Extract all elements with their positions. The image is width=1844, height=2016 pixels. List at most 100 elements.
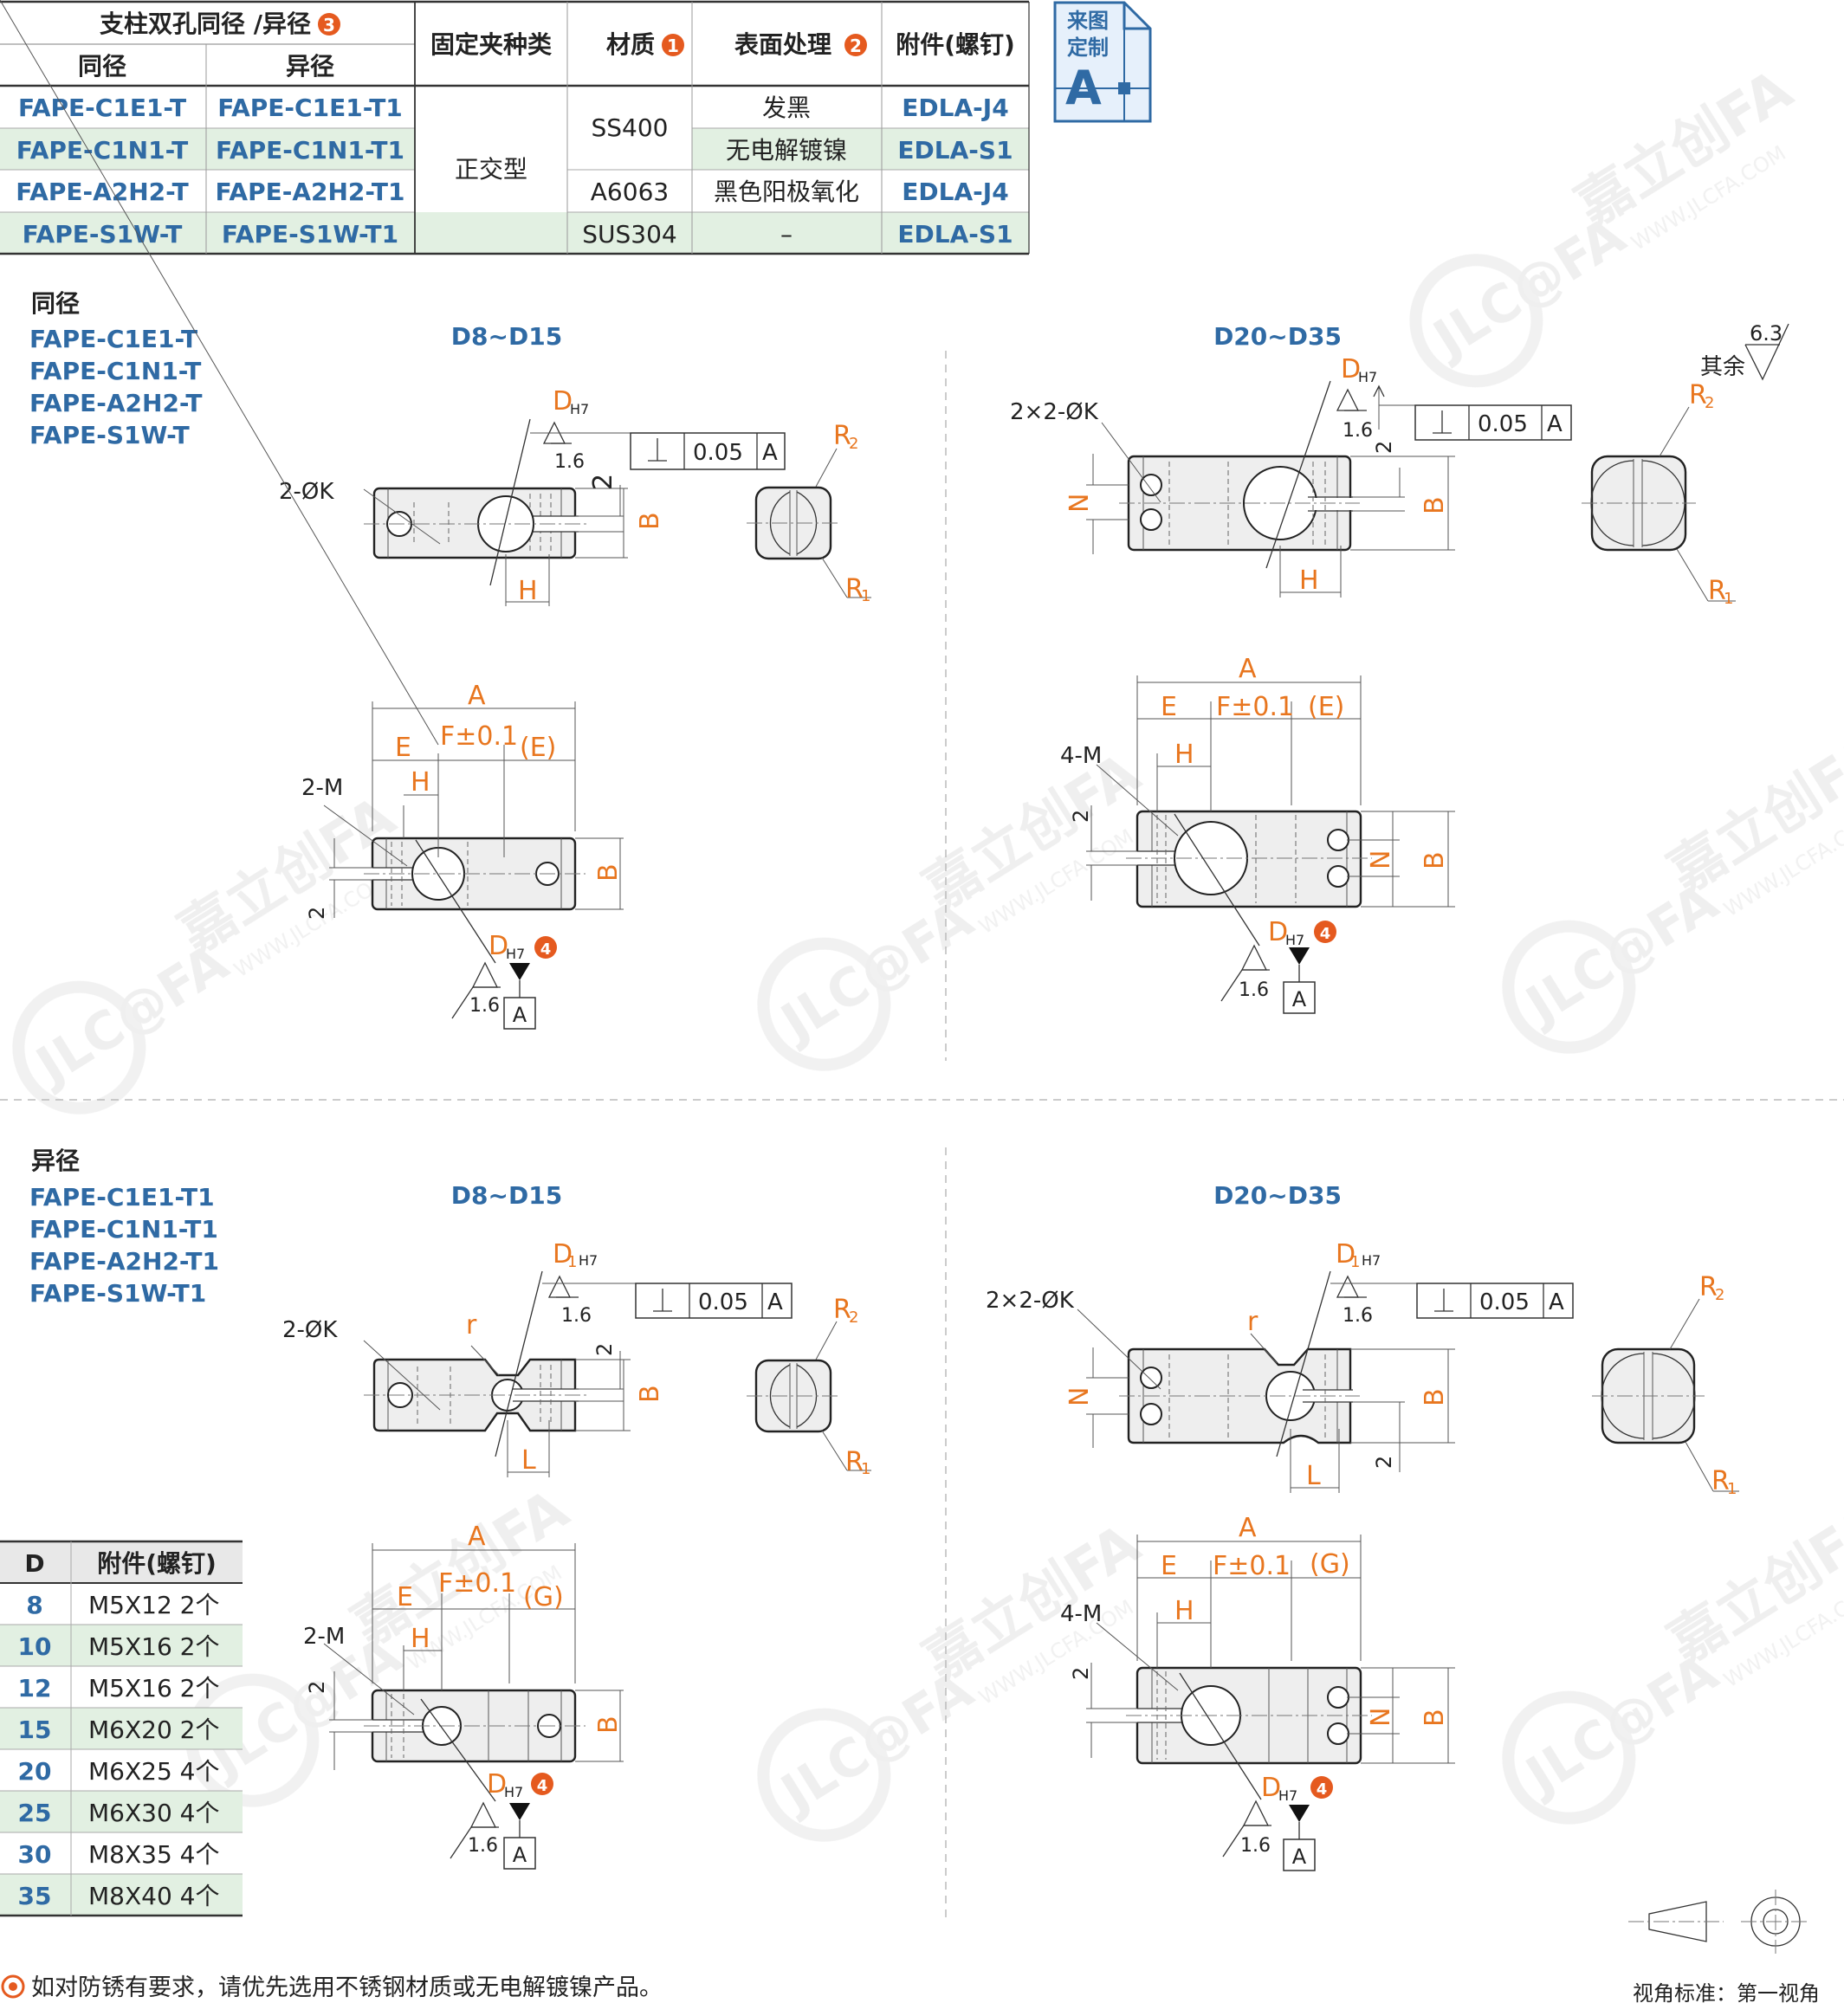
badge-1 xyxy=(662,34,684,56)
surface: 黑色阳极氧化 xyxy=(714,178,859,206)
svg-text:D: D xyxy=(553,1239,573,1270)
model-link[interactable]: FAPE-C1E1-T1 xyxy=(29,1183,215,1212)
svg-text:10: 10 xyxy=(18,1632,52,1661)
header-accessory: 附件(螺钉) xyxy=(896,30,1015,59)
footnote: 如对防锈有要求，请优先选用不锈钢材质或无电解镀镍产品。 xyxy=(1,1974,663,2001)
svg-text:A: A xyxy=(513,1003,527,1027)
svg-text:N: N xyxy=(1064,494,1095,513)
badge-letter: A xyxy=(1065,61,1102,115)
accessory: EDLA-J4 xyxy=(902,178,1008,206)
svg-text:H: H xyxy=(1299,565,1319,596)
drawing-diff-small-top: 2 B L 2-ØK r D 1 H7 1.6 0.05 A R 2 R 1 xyxy=(282,1239,871,1478)
svg-text:1.6: 1.6 xyxy=(1343,420,1373,442)
svg-text:其余: 其余 xyxy=(1700,354,1745,380)
svg-text:D: D xyxy=(1336,1239,1356,1270)
drawing-same-small-front: A E F±0.1 (E) H 2-M B 2 D H7 4 1.6 A xyxy=(0,0,624,1030)
svg-text:2: 2 xyxy=(849,1308,858,1327)
svg-text:A: A xyxy=(1292,987,1307,1011)
model-same: FAPE-C1E1-T xyxy=(18,94,186,122)
svg-text:2: 2 xyxy=(849,435,858,453)
svg-text:(E): (E) xyxy=(1308,692,1344,722)
model-link[interactable]: FAPE-S1W-T1 xyxy=(29,1279,206,1308)
svg-text:4: 4 xyxy=(1320,925,1331,943)
svg-text:(G): (G) xyxy=(523,1582,564,1612)
svg-text:1.6: 1.6 xyxy=(554,451,585,473)
surface: – xyxy=(780,220,793,249)
model-link[interactable]: FAPE-C1E1-T xyxy=(29,325,197,353)
svg-text:4: 4 xyxy=(537,1777,548,1795)
range-label: D20~D35 xyxy=(1213,322,1342,351)
svg-text:F±0.1: F±0.1 xyxy=(1216,692,1294,722)
svg-text:1.6: 1.6 xyxy=(469,995,500,1017)
svg-text:1: 1 xyxy=(567,1253,577,1271)
svg-text:2×2-ØK: 2×2-ØK xyxy=(986,1288,1075,1314)
svg-text:D: D xyxy=(1268,917,1288,947)
svg-text:H7: H7 xyxy=(1285,932,1304,948)
svg-text:N: N xyxy=(1366,1708,1396,1727)
badge-3-text: 3 xyxy=(323,15,335,36)
svg-text:A: A xyxy=(1239,1513,1257,1543)
section-diff: 异径 FAPE-C1E1-T1 FAPE-C1N1-T1 FAPE-A2H2-T… xyxy=(29,1147,1342,1308)
material: SUS304 xyxy=(582,220,676,249)
svg-text:2: 2 xyxy=(1069,810,1093,823)
drawing-same-large-front: A E F±0.1 (E) H 4-M 2 N B D H7 4 1.6 A xyxy=(1060,654,1455,1014)
svg-text:4-M: 4-M xyxy=(1060,1601,1102,1627)
svg-text:M5X16 2个: M5X16 2个 xyxy=(88,1632,220,1661)
svg-text:D: D xyxy=(1341,354,1361,384)
model-link[interactable]: FAPE-S1W-T xyxy=(29,421,190,449)
range-label: D8~D15 xyxy=(451,322,562,351)
watermarks: JLC@FA 嘉立创FA WWW.JLCFA.COM JLC@FA 嘉立创FA … xyxy=(12,58,1844,1842)
svg-text:2-M: 2-M xyxy=(301,775,343,801)
header-diff: 异径 xyxy=(286,52,334,81)
svg-text:M8X35 4个: M8X35 4个 xyxy=(88,1840,220,1869)
svg-text:附件(螺钉): 附件(螺钉) xyxy=(97,1549,217,1578)
model-link[interactable]: FAPE-C1N1-T1 xyxy=(29,1215,218,1244)
section-title: 同径 xyxy=(31,289,80,318)
svg-text:0.05: 0.05 xyxy=(1478,411,1528,437)
material-merged: SS400 xyxy=(592,113,669,142)
accessory: EDLA-S1 xyxy=(897,136,1013,165)
svg-text:R: R xyxy=(833,1295,851,1325)
svg-text:L: L xyxy=(1306,1461,1321,1491)
svg-text:H7: H7 xyxy=(506,946,525,962)
model-diff: FAPE-C1E1-T1 xyxy=(217,94,403,122)
clamp-type: 正交型 xyxy=(455,155,527,184)
header-group: 支柱双孔同径 /异径 xyxy=(100,10,311,38)
svg-text:H7: H7 xyxy=(1278,1787,1297,1804)
model-link[interactable]: FAPE-A2H2-T xyxy=(29,389,203,417)
svg-text:20: 20 xyxy=(18,1757,52,1786)
table-row: FAPE-C1E1-T FAPE-C1E1-T1 发黑 EDLA-J4 xyxy=(18,94,1009,122)
svg-text:15: 15 xyxy=(18,1716,52,1744)
svg-text:M6X30 4个: M6X30 4个 xyxy=(88,1799,220,1827)
svg-text:B: B xyxy=(593,1716,624,1734)
model-link[interactable]: FAPE-C1N1-T xyxy=(29,357,201,385)
svg-text:R: R xyxy=(1689,380,1707,410)
svg-text:D: D xyxy=(24,1549,44,1578)
svg-text:E: E xyxy=(397,1582,413,1612)
svg-text:D: D xyxy=(553,386,573,417)
svg-text:B: B xyxy=(1420,1388,1450,1406)
accessory: EDLA-J4 xyxy=(902,94,1008,122)
svg-text:A: A xyxy=(513,1843,527,1867)
svg-text:1: 1 xyxy=(861,1460,870,1478)
surface: 发黑 xyxy=(762,94,811,122)
svg-text:D: D xyxy=(487,1769,507,1800)
table-row: 10 M5X16 2个 xyxy=(18,1632,220,1661)
svg-text:2×2-ØK: 2×2-ØK xyxy=(1010,399,1099,425)
model-diff: FAPE-S1W-T1 xyxy=(222,220,398,249)
svg-text:1.6: 1.6 xyxy=(1239,979,1269,1001)
custom-drawing-badge[interactable]: 来图 定制 A xyxy=(1053,1,1152,123)
header-same: 同径 xyxy=(78,52,126,81)
svg-text:(E): (E) xyxy=(520,733,556,763)
svg-text:E: E xyxy=(1161,1551,1177,1581)
badge-1-text: 1 xyxy=(667,36,679,56)
svg-text:A: A xyxy=(762,440,778,466)
svg-text:1.6: 1.6 xyxy=(1343,1305,1373,1327)
svg-text:2: 2 xyxy=(1705,394,1714,412)
warning-icon xyxy=(1,1974,25,1999)
svg-text:1: 1 xyxy=(1724,590,1733,608)
svg-text:R: R xyxy=(833,421,851,451)
model-link[interactable]: FAPE-A2H2-T1 xyxy=(29,1247,219,1276)
